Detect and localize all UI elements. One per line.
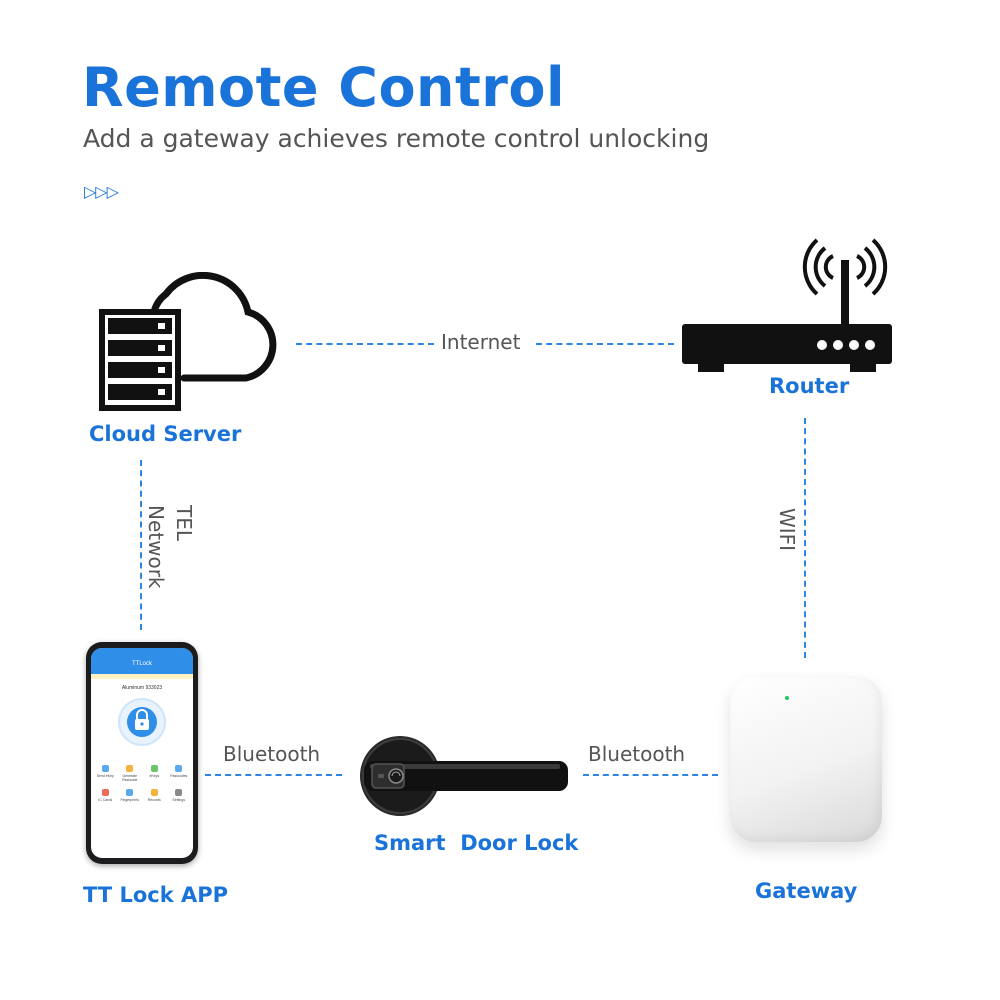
menu-label: eKeys — [149, 774, 160, 778]
arrows-icon: ▷▷▷ — [84, 184, 119, 201]
page-title: Remote Control — [82, 56, 566, 119]
unlock-button-icon — [118, 698, 166, 746]
records-icon — [150, 789, 158, 796]
wifi-line — [804, 418, 806, 658]
menu-label: Send eKey — [96, 774, 114, 778]
router-label: Router — [769, 374, 850, 398]
menu-records[interactable]: Records — [142, 789, 167, 802]
send-ekey-icon — [101, 765, 109, 772]
app-label: TT Lock APP — [83, 883, 229, 907]
gateway-label: Gateway — [755, 879, 858, 903]
menu-send-ekey[interactable]: Send eKey — [93, 765, 118, 782]
app-notice-bar — [91, 674, 193, 679]
phone-screen: TTLock Aluminum 933023 Send eKey Generat… — [91, 648, 193, 858]
gateway-icon — [728, 674, 884, 848]
bluetooth-label-right: Bluetooth — [588, 742, 686, 766]
door-lock-icon — [360, 736, 568, 816]
settings-icon — [175, 789, 183, 796]
internet-line-left — [296, 343, 434, 345]
menu-label: Passcodes — [170, 774, 188, 778]
internet-label: Internet — [441, 330, 521, 354]
menu-settings[interactable]: Settings — [167, 789, 192, 802]
internet-line-right — [536, 343, 674, 345]
menu-passcodes[interactable]: Passcodes — [167, 765, 192, 782]
bluetooth-line-right — [583, 774, 718, 776]
passcodes-icon — [175, 765, 183, 772]
ic-cards-icon — [101, 789, 109, 796]
router-icon — [682, 238, 892, 372]
menu-ekeys[interactable]: eKeys — [142, 765, 167, 782]
menu-label: Records — [147, 798, 161, 802]
menu-fingerprints[interactable]: Fingerprints — [118, 789, 143, 802]
bluetooth-line-left — [205, 774, 342, 776]
app-header: TTLock — [91, 648, 193, 674]
menu-generate-passcode[interactable]: Generate Passcode — [118, 765, 143, 782]
page-subtitle: Add a gateway achieves remote control un… — [83, 124, 710, 153]
ekeys-icon — [150, 765, 158, 772]
menu-label: Fingerprints — [120, 798, 139, 802]
menu-ic-cards[interactable]: IC Cards — [93, 789, 118, 802]
cloud-server-icon — [99, 272, 277, 411]
phone-device: TTLock Aluminum 933023 Send eKey Generat… — [86, 642, 198, 864]
passcode-icon — [126, 765, 134, 772]
fingerprint-icon — [126, 789, 134, 796]
tel-network-label: TEL Network — [142, 505, 198, 589]
menu-label: Settings — [172, 798, 186, 802]
tel-network-line — [140, 460, 142, 630]
cloud-server-label: Cloud Server — [89, 422, 242, 446]
gateway-led-icon — [785, 696, 789, 700]
app-title: TTLock — [131, 661, 152, 667]
app-menu-grid: Send eKey Generate Passcode eKeys Passco… — [91, 765, 193, 802]
wifi-label: WIFI — [774, 508, 800, 552]
bluetooth-label-left: Bluetooth — [223, 742, 321, 766]
menu-label: IC Cards — [98, 798, 113, 802]
menu-label: Generate Passcode — [122, 774, 138, 782]
door-lock-label: Smart Door Lock — [374, 831, 579, 855]
lock-name: Aluminum 933023 — [121, 685, 163, 691]
